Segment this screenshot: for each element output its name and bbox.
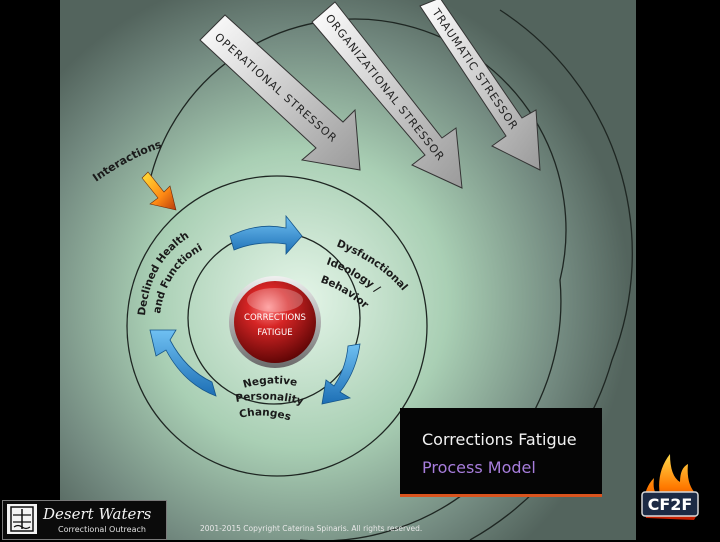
title-sub: Process Model	[422, 458, 536, 477]
center-label-1: CORRECTIONS	[244, 313, 306, 323]
title-box: Corrections Fatigue Process Model	[400, 408, 602, 497]
desert-waters-emblem-icon	[7, 504, 37, 534]
center-label-2: FATIGUE	[257, 328, 292, 338]
cf2f-logo: CF2F	[636, 448, 706, 538]
corrections-fatigue-sphere: CORRECTIONS FATIGUE	[229, 276, 321, 368]
title-main: Corrections Fatigue	[422, 430, 577, 449]
negative-label-1: Negative	[242, 374, 299, 390]
desert-waters-name: Desert Waters	[43, 505, 152, 523]
desert-waters-subtitle: Correctional Outreach	[58, 525, 146, 534]
interactions-arrow	[141, 171, 177, 211]
cf2f-text: CF2F	[648, 495, 693, 514]
cycle-arrow-right	[321, 343, 361, 405]
cycle-arrows	[149, 214, 361, 405]
cycle-arrow-top	[229, 214, 303, 256]
desert-waters-logo: Desert Waters Correctional Outreach	[2, 500, 167, 540]
copyright-text: 2001-2015 Copyright Caterina Spinaris. A…	[200, 524, 423, 533]
cycle-arrow-left	[149, 329, 217, 397]
